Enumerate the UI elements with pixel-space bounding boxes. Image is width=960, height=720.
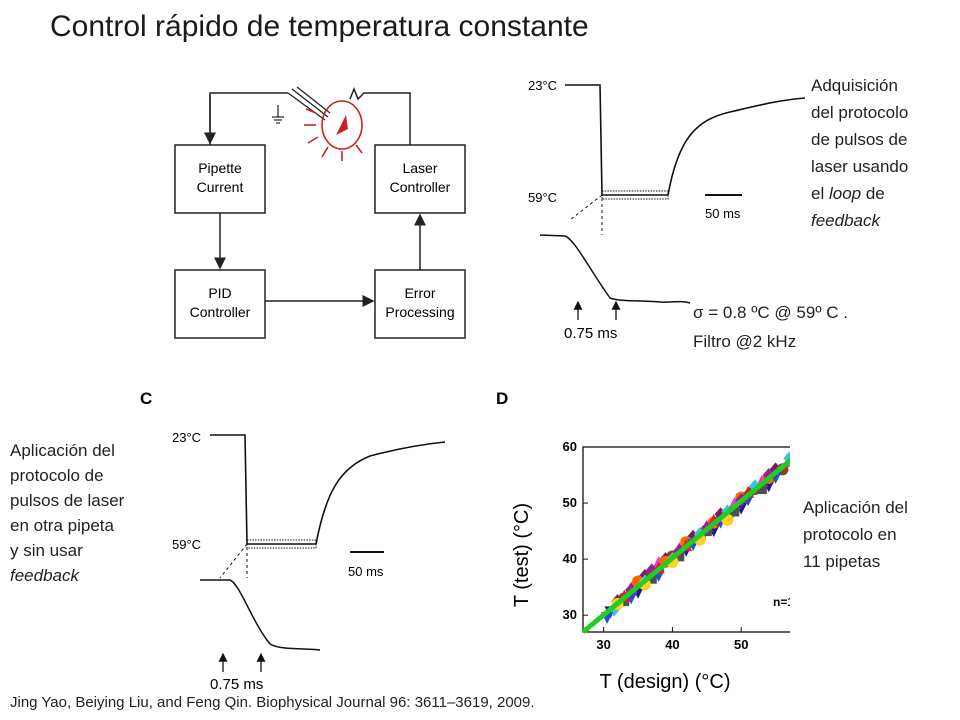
panel-letter: D bbox=[496, 389, 508, 408]
y-tick-label: 60 bbox=[563, 439, 577, 454]
temp-low-label: 59°C bbox=[528, 190, 557, 205]
feedback-loop-diagram: Pipette Current Laser Controller PID Con… bbox=[174, 86, 466, 339]
data-point bbox=[756, 484, 767, 495]
error-processing-box bbox=[374, 269, 466, 339]
caption-b: Adquisición del protocolo de pulsos de l… bbox=[811, 72, 908, 234]
zoomed-trace bbox=[200, 579, 321, 651]
temperature-trace-b: 23°C 59°C 50 ms 0.75 ms bbox=[528, 78, 806, 342]
caption-line: en otra pipeta bbox=[10, 516, 114, 535]
temp-high-label: 23°C bbox=[172, 430, 201, 445]
caption-line: de pulsos de bbox=[811, 130, 908, 149]
caption-line: el loop de bbox=[811, 180, 908, 207]
laser-controller-box bbox=[374, 144, 466, 214]
y-tick-label: 40 bbox=[563, 551, 577, 566]
caption-line: pulsos de laser bbox=[10, 491, 125, 510]
scale-label: 50 ms bbox=[705, 206, 741, 221]
data-point bbox=[646, 573, 657, 584]
caption-line: laser usando bbox=[811, 157, 909, 176]
caption-text: el bbox=[811, 184, 829, 203]
caption-text: de bbox=[861, 184, 885, 203]
box-label: Error bbox=[404, 285, 435, 301]
rise-time-label: 0.75 ms bbox=[564, 325, 617, 342]
y-tick-label: 30 bbox=[563, 607, 577, 622]
box-label: Pipette bbox=[198, 160, 242, 176]
box-label: PID bbox=[208, 285, 231, 301]
plot-frame bbox=[582, 446, 790, 633]
caption-line: Filtro @2 kHz bbox=[693, 332, 797, 351]
calibration-scatter-chart: D 3040506030405060 T (design) (°C) T (te… bbox=[496, 389, 790, 693]
temperature-trace bbox=[210, 434, 316, 545]
caption-c: Aplicación del protocolo de pulsos de la… bbox=[10, 438, 124, 588]
data-point bbox=[729, 506, 740, 517]
laser-spot-icon bbox=[304, 100, 363, 161]
caption-emphasis: loop bbox=[828, 184, 862, 203]
x-tick-label: 30 bbox=[596, 637, 610, 652]
caption-line: 11 pipetas bbox=[803, 552, 881, 571]
pipette-icon bbox=[287, 92, 326, 121]
caption-line: del protocolo bbox=[811, 103, 909, 122]
pid-controller-box bbox=[174, 269, 266, 339]
box-label: Controller bbox=[190, 304, 251, 320]
caption-line: y sin usar bbox=[10, 541, 83, 560]
box-label: Current bbox=[197, 179, 244, 195]
zoomed-trace bbox=[539, 234, 691, 304]
y-axis-label: T (test) (°C) bbox=[511, 503, 533, 607]
x-axis-label: T (design) (°C) bbox=[600, 671, 731, 693]
caption-emphasis: feedback bbox=[10, 566, 79, 585]
caption-line: Adquisición bbox=[811, 76, 898, 95]
box-label: Controller bbox=[390, 179, 451, 195]
caption-line: protocolo de bbox=[10, 466, 104, 485]
caption-line: Aplicación del bbox=[10, 441, 115, 460]
caption-line: feedback bbox=[10, 563, 124, 588]
panel-letter: C bbox=[140, 389, 152, 408]
caption-line: σ = 0.8 ºC @ 59º C . bbox=[693, 303, 848, 322]
temp-high-label: 23°C bbox=[528, 78, 557, 93]
temp-low-label: 59°C bbox=[172, 537, 201, 552]
noise-caption: σ = 0.8 ºC @ 59º C . Filtro @2 kHz bbox=[693, 298, 848, 356]
caption-d: Aplicación del protocolo en 11 pipetas bbox=[803, 494, 908, 575]
temperature-trace bbox=[565, 84, 668, 196]
fit-line bbox=[581, 457, 790, 634]
caption-emphasis: feedback bbox=[811, 211, 880, 230]
caption-line: protocolo en bbox=[803, 525, 897, 544]
x-tick-label: 40 bbox=[665, 637, 679, 652]
citation: Jing Yao, Beiying Liu, and Feng Qin. Bio… bbox=[10, 694, 535, 711]
x-tick-label: 50 bbox=[734, 637, 748, 652]
page-title: Control rápido de temperatura constante bbox=[50, 10, 589, 43]
rise-time-label: 0.75 ms bbox=[210, 676, 263, 693]
box-label: Laser bbox=[402, 160, 437, 176]
n-annotation: n=11 bbox=[773, 595, 790, 609]
y-tick-label: 50 bbox=[563, 495, 577, 510]
pipette-current-box bbox=[174, 144, 266, 214]
scale-label: 50 ms bbox=[348, 564, 384, 579]
box-label: Processing bbox=[385, 304, 454, 320]
caption-line: feedback bbox=[811, 207, 908, 234]
temperature-trace-c: C 23°C 59°C 50 ms 0.75 ms bbox=[140, 389, 446, 693]
caption-line: Aplicación del bbox=[803, 498, 908, 517]
